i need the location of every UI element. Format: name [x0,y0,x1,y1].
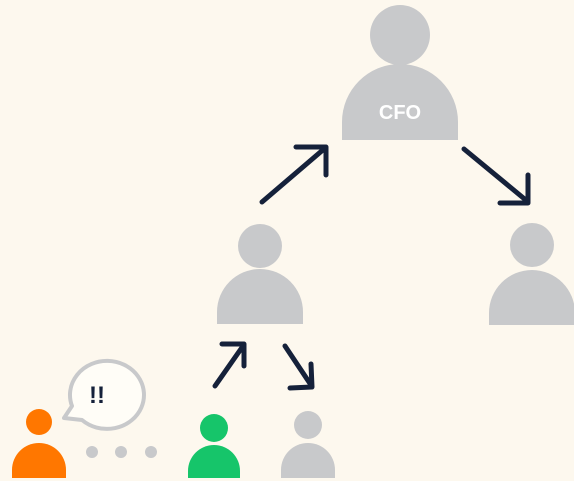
team-member-person [281,411,335,478]
arrow-down-to-peer-shaft [461,146,530,204]
origin-person-body [12,443,66,478]
relay-person-head [200,414,228,442]
team-member-body [281,443,335,478]
cfo-person: CFO [342,5,458,140]
arrow-down-to-peer-head [497,172,531,206]
manager-person-head [238,224,282,268]
cfo-label: CFO [379,102,421,124]
arrow-down-to-team-member [282,343,315,391]
manager-person [217,224,303,324]
arrow-up-to-manager-head [219,341,247,369]
arrow-up-to-cfo-shaft [259,146,327,205]
ellipsis-dots [86,446,157,458]
arrow-down-to-team-member-head [287,361,315,391]
peer-person-head [510,223,554,267]
peer-person-body [489,270,574,325]
ellipsis-dot [86,446,98,458]
arrows [212,144,531,391]
manager-person-body [217,269,303,324]
team-member-head [294,411,322,439]
ellipsis-dot [115,446,127,458]
cfo-person-head [370,5,430,65]
ellipsis-dot [145,446,157,458]
arrow-up-to-manager [212,341,247,389]
arrow-up-to-cfo-head [293,144,329,178]
origin-person-head [26,409,52,435]
arrow-down-to-team-member-shaft [282,343,314,388]
arrow-down-to-peer [461,146,531,206]
speech-bubble: !! [62,358,146,431]
arrow-up-to-cfo [259,144,329,205]
speech-bubble-shape [62,358,146,431]
origin-person [12,409,66,478]
speech-bubble-text: !! [89,382,105,409]
arrow-up-to-manager-shaft [212,343,246,389]
relay-person-body [188,445,240,478]
peer-person [489,223,574,325]
relay-person [188,414,240,478]
cfo-person-body [342,64,458,140]
